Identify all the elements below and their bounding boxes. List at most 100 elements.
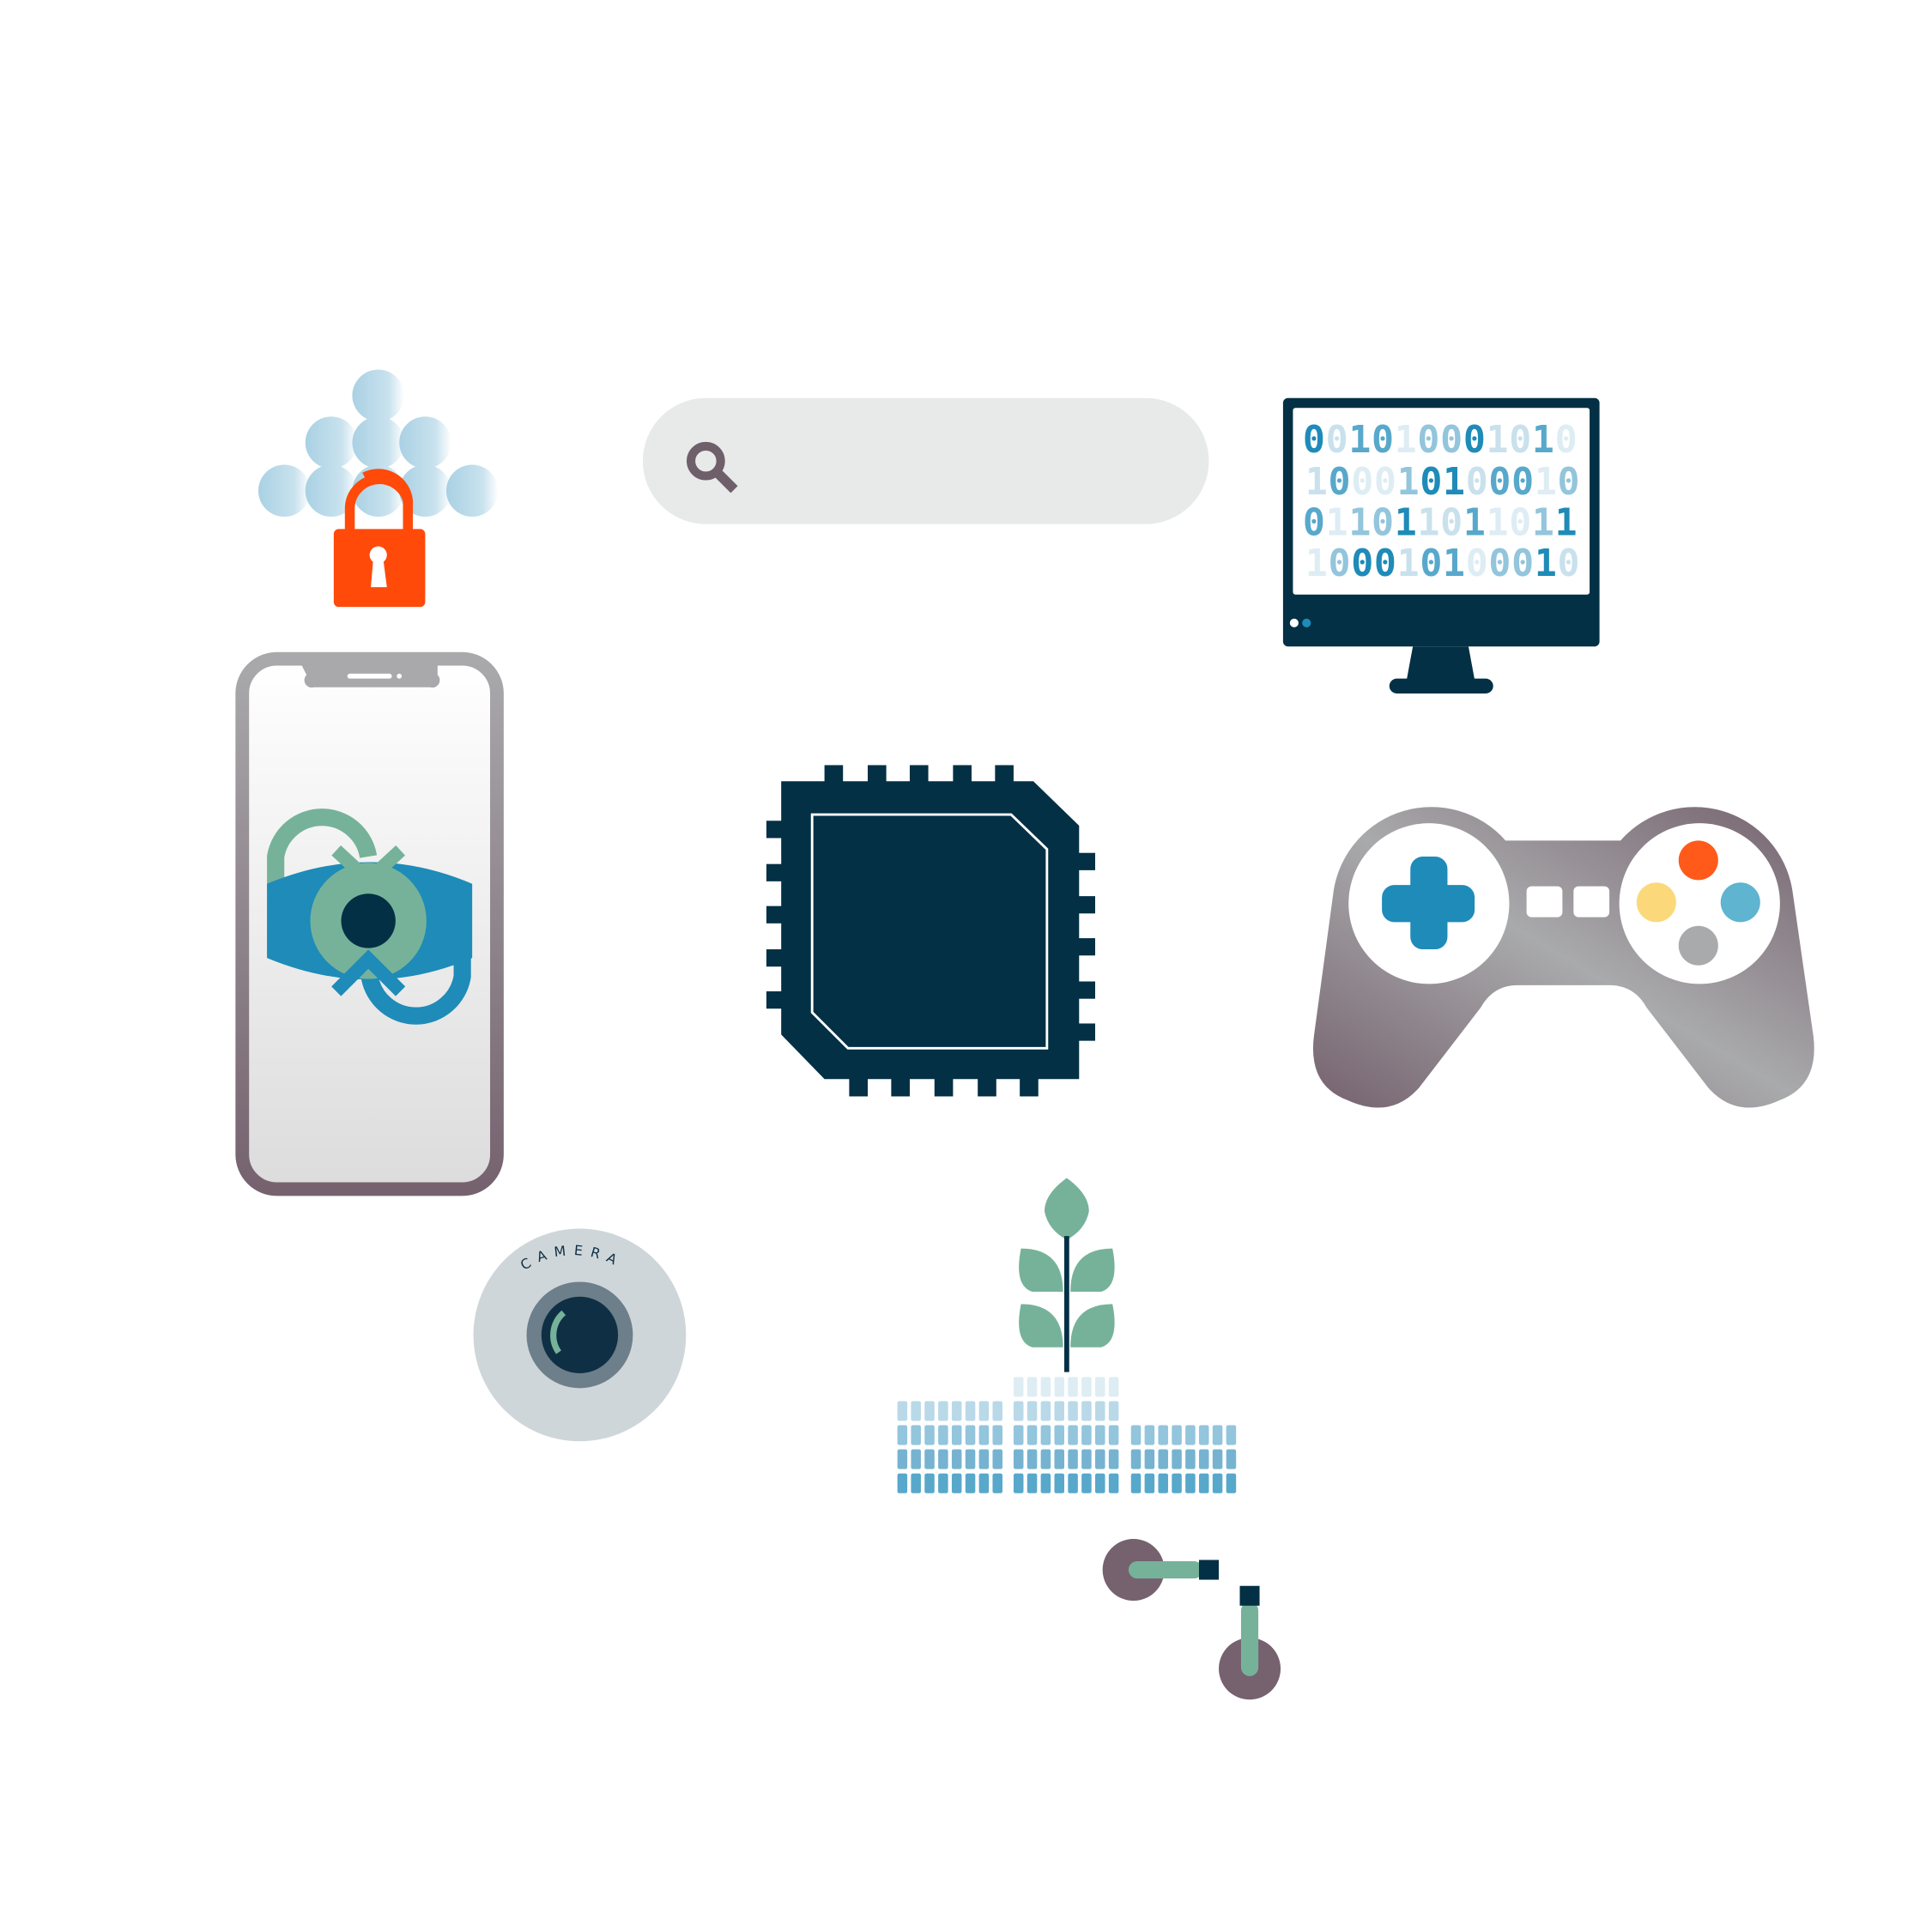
data-bar	[1108, 1449, 1119, 1469]
monitor-screen	[1293, 408, 1590, 595]
data-bar	[897, 1401, 908, 1421]
gamepad-icon	[1312, 807, 1814, 1108]
data-bar	[951, 1425, 962, 1445]
data-bar	[1081, 1425, 1092, 1445]
data-bar	[965, 1401, 976, 1421]
data-bar	[1185, 1425, 1196, 1445]
camera-icon: CAMERA	[473, 1228, 687, 1442]
data-bar	[1144, 1425, 1155, 1445]
eye-icon	[267, 809, 473, 1025]
data-bar	[1027, 1425, 1038, 1445]
data-bar	[1108, 1377, 1119, 1397]
data-bar	[1081, 1401, 1092, 1421]
data-bar	[1226, 1473, 1237, 1493]
data-bar	[965, 1473, 976, 1493]
data-bar	[1172, 1449, 1182, 1469]
monitor-binary-icon: 001010001010 100010100010 011011011011 1…	[1282, 397, 1600, 693]
data-bar	[1027, 1449, 1038, 1469]
data-bar	[938, 1401, 948, 1421]
data-bar	[1054, 1449, 1064, 1469]
data-bar	[978, 1449, 990, 1469]
plant-icon	[1019, 1178, 1115, 1372]
data-bar	[992, 1425, 1002, 1445]
data-bar	[1068, 1425, 1078, 1445]
data-bar	[1130, 1449, 1142, 1469]
cloud-icon	[257, 369, 499, 517]
data-bar	[911, 1449, 921, 1469]
data-bar	[1198, 1449, 1209, 1469]
phone-eye-icon	[235, 651, 504, 1196]
data-bar	[911, 1401, 921, 1421]
search-icon[interactable]	[687, 441, 738, 494]
data-bars	[897, 1377, 1237, 1493]
data-bar	[1172, 1473, 1182, 1493]
data-bar	[1013, 1401, 1024, 1421]
data-bar	[1040, 1449, 1051, 1469]
chip-pins	[766, 765, 1095, 1097]
data-bar	[1094, 1449, 1105, 1469]
data-bar	[911, 1473, 921, 1493]
cable-plugs-icon	[1102, 1539, 1281, 1700]
data-bar	[897, 1473, 908, 1493]
data-bar	[951, 1449, 962, 1469]
data-bar	[1040, 1473, 1051, 1493]
data-bar	[1130, 1425, 1142, 1445]
dpad-icon	[1382, 857, 1475, 950]
data-bar	[1054, 1401, 1064, 1421]
data-bar	[1054, 1473, 1064, 1493]
data-bar	[1081, 1377, 1092, 1397]
data-bar	[938, 1449, 948, 1469]
lock-icon	[333, 469, 426, 608]
binary-row: 011011011011	[1303, 502, 1578, 545]
data-bar	[951, 1401, 962, 1421]
data-bar	[1081, 1473, 1092, 1493]
data-bar	[1185, 1473, 1196, 1493]
data-bar	[897, 1449, 908, 1469]
data-bar	[938, 1473, 948, 1493]
data-bar	[1068, 1377, 1078, 1397]
data-bar	[1212, 1425, 1223, 1445]
data-bar	[924, 1401, 935, 1421]
data-bar	[1094, 1377, 1105, 1397]
search-bar[interactable]	[642, 397, 1209, 524]
binary-row: 001010001010	[1303, 419, 1578, 462]
binary-row: 100010100010	[1305, 542, 1580, 585]
data-bar	[1108, 1473, 1119, 1493]
chip-icon	[766, 765, 1095, 1097]
data-bar	[1054, 1377, 1064, 1397]
data-bar	[1185, 1449, 1196, 1469]
data-bar	[1054, 1425, 1064, 1445]
data-bar	[1068, 1401, 1078, 1421]
data-bar	[965, 1425, 976, 1445]
data-bar	[924, 1449, 935, 1469]
data-bar	[1198, 1473, 1209, 1493]
start-button	[1573, 886, 1610, 918]
data-bar	[978, 1425, 990, 1445]
data-bar	[978, 1401, 990, 1421]
data-bar	[1068, 1473, 1078, 1493]
data-bar	[1172, 1425, 1182, 1445]
select-button	[1526, 886, 1563, 918]
data-bar	[951, 1473, 962, 1493]
cloud-lock-icon	[257, 369, 499, 608]
data-bar	[992, 1401, 1002, 1421]
data-bar	[1144, 1449, 1155, 1469]
data-bar	[1130, 1473, 1142, 1493]
data-bar	[911, 1425, 921, 1445]
data-bar	[1040, 1377, 1051, 1397]
data-bar	[978, 1473, 990, 1493]
data-bar	[1094, 1401, 1105, 1421]
data-bar	[1108, 1425, 1119, 1445]
data-bar	[1027, 1401, 1038, 1421]
data-bar	[965, 1449, 976, 1469]
data-bar	[1040, 1401, 1051, 1421]
data-bar	[924, 1473, 935, 1493]
data-bar	[1226, 1449, 1237, 1469]
data-bar	[1013, 1473, 1024, 1493]
data-bar	[1226, 1425, 1237, 1445]
data-bar	[1094, 1473, 1105, 1493]
data-bar	[1144, 1473, 1155, 1493]
data-bar	[1158, 1449, 1168, 1469]
data-bar	[1212, 1449, 1223, 1469]
